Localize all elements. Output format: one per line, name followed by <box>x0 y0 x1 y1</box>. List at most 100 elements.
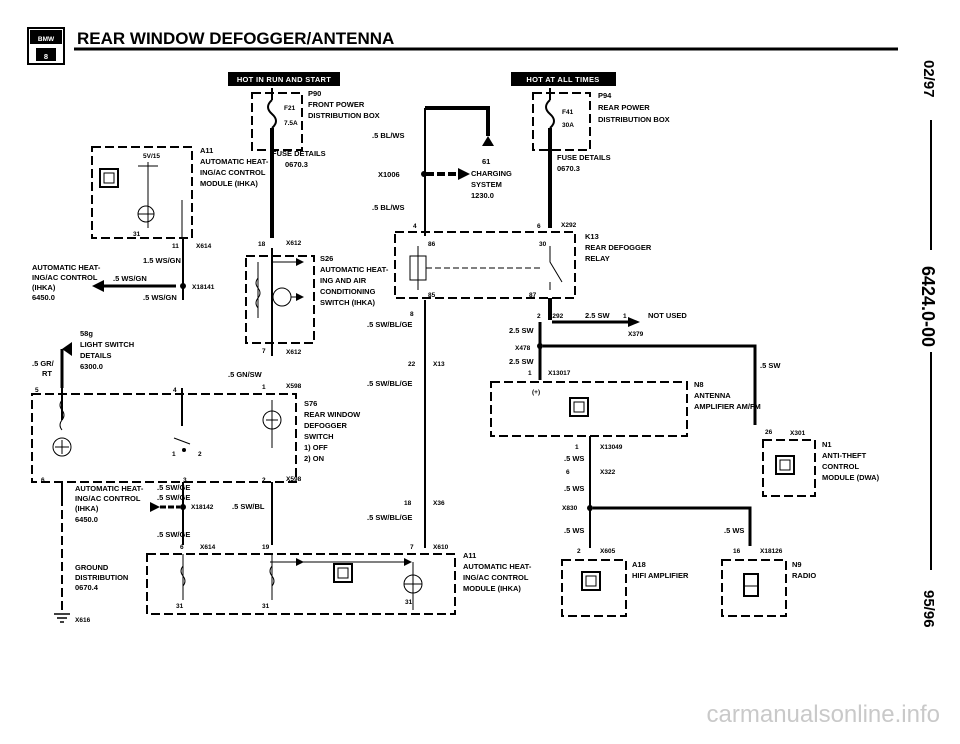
conn-x36: X36 <box>433 500 445 507</box>
bmw-logo: BMW 8 <box>27 27 65 65</box>
ground-l2: DISTRIBUTION <box>75 573 128 582</box>
s26-l3: CONDITIONING <box>320 287 376 296</box>
p90-l2: DISTRIBUTION BOX <box>308 111 380 120</box>
wire-sw-ge-c: .5 SW/GE <box>157 530 190 539</box>
s76-l5: 2) ON <box>304 454 324 463</box>
wire-ws-gn-15: 1.5 WS/GN <box>143 256 181 265</box>
pin-18: 18 <box>258 241 266 248</box>
s76-l1: REAR WINDOW <box>304 410 361 419</box>
light-switch-l3: 6300.0 <box>80 362 103 371</box>
wire-sw-bl-ge-b: .5 SW/BL/GE <box>367 379 412 388</box>
conn-x605: X605 <box>600 548 616 555</box>
a11b-pin-31c: 31 <box>405 599 413 606</box>
k13-p85: 85 <box>428 292 436 299</box>
pin-26: 26 <box>765 429 773 436</box>
pin-4b: 4 <box>173 387 177 394</box>
pin-1: 1 <box>262 384 266 391</box>
conn-x598a: X598 <box>286 383 302 390</box>
fuse-f41: F41 <box>562 109 574 116</box>
k13-l1: REAR DEFOGGER <box>585 243 652 252</box>
fuse-f41-amps: 30A <box>562 122 574 129</box>
p94-fuse-ref: 0670.3 <box>557 164 580 173</box>
banner-run-start <box>228 72 340 86</box>
n9-l1: RADIO <box>792 571 816 580</box>
n1-l2: CONTROL <box>822 462 859 471</box>
a11-bottom-l3: MODULE (IHKA) <box>463 584 521 593</box>
s76-pos-2: 2 <box>198 451 202 458</box>
wire-sw-05: .5 SW <box>760 361 781 370</box>
p94-l1: REAR POWER <box>598 103 650 112</box>
wire-bl-ws-b: .5 BL/WS <box>372 203 405 212</box>
wire-ws-d: .5 WS <box>724 526 744 535</box>
fuse-f21-amps: 7.5A <box>284 120 298 127</box>
p90-id: P90 <box>308 89 321 98</box>
a11-5v15: 5V/15 <box>143 153 160 160</box>
pin-2c: 2 <box>577 548 581 555</box>
pin-8: 8 <box>410 311 414 318</box>
wire-sw-ge-a: .5 SW/GE <box>157 483 190 492</box>
conn-x18141: X18141 <box>192 284 215 291</box>
conn-x18142: X18142 <box>191 504 214 511</box>
pin-7: 7 <box>262 348 266 355</box>
k13-p30: 30 <box>539 241 547 248</box>
ihka-left-l2: ING/AC CONTROL <box>32 273 98 282</box>
conn-x1006: X1006 <box>378 170 400 179</box>
conn-x610: X610 <box>433 544 449 551</box>
banner-all-times-text: HOT AT ALL TIMES <box>526 75 599 84</box>
banner-run-start-text: HOT IN RUN AND START <box>237 75 331 84</box>
conn-x830: X830 <box>562 505 578 512</box>
n9-radio: N9 RADIO <box>721 559 816 617</box>
conn-x598b: X598 <box>286 476 302 483</box>
conn-x616: X616 <box>75 617 91 624</box>
k13-relay: 86 30 85 87 K13 REAR DEFOGGER RELAY <box>394 231 652 299</box>
pin-2b: 2 <box>537 313 541 320</box>
a11-top-l2: ING/AC CONTROL <box>200 168 266 177</box>
conn-x292a: X292 <box>561 222 577 229</box>
a11b-pin-31a: 31 <box>176 603 184 610</box>
wire-gr-rt-b: RT <box>42 369 52 378</box>
ground-l1: GROUND <box>75 563 109 572</box>
banner-all-times <box>511 72 616 86</box>
wire-ws-gn-b: .5 WS/GN <box>143 293 177 302</box>
conn-x614: X614 <box>196 243 212 250</box>
a18-id: A18 <box>632 560 646 569</box>
a11-bottom-id: A11 <box>463 551 476 560</box>
p94-fuse-box: F41 30A P94 REAR POWER DISTRIBUTION BOX … <box>532 88 670 173</box>
conn-x322: X322 <box>600 469 616 476</box>
conn-x612b: X612 <box>286 349 302 356</box>
s26-id: S26 <box>320 254 333 263</box>
pin-6c: 6 <box>180 544 184 551</box>
watermark: carmanualsonline.info <box>707 701 940 728</box>
p90-fuse-details: FUSE DETAILS <box>272 149 326 158</box>
pin-1d: 1 <box>575 444 579 451</box>
ihka-left2-l4: 6450.0 <box>75 515 98 524</box>
s76-id: S76 <box>304 399 317 408</box>
s26-switch: 18 X612 S26 AUTOMATIC HEAT- ING AND AIR … <box>245 240 389 356</box>
wire-gr-rt-a: .5 GR/ <box>32 359 55 368</box>
a11-top-l1: AUTOMATIC HEAT- <box>200 157 269 166</box>
a18-l1: HIFI AMPLIFIER <box>632 571 689 580</box>
s26-l1: AUTOMATIC HEAT- <box>320 265 389 274</box>
conn-x18126: X18126 <box>760 548 783 555</box>
pin-7b: 7 <box>410 544 414 551</box>
pin-16: 16 <box>733 548 741 555</box>
side-code: 6424.0-00 <box>918 266 938 347</box>
ground-l3: 0670.4 <box>75 583 99 592</box>
pin-6-k13: 6 <box>537 223 541 230</box>
n1-anti-theft: N1 ANTI-THEFT CONTROL MODULE (DWA) <box>762 439 880 497</box>
charging-l2: SYSTEM <box>471 180 502 189</box>
wire-ws-c: .5 WS <box>564 526 584 535</box>
pin-5: 5 <box>35 387 39 394</box>
conn-x292b: X292 <box>548 313 564 320</box>
logo-series-text: 8 <box>44 52 48 61</box>
n8-id: N8 <box>694 380 704 389</box>
conn-x13017: X13017 <box>548 370 571 377</box>
a11-bottom-module: 31 31 31 A11 AUTOMATIC HEAT- ING/AC CONT… <box>146 551 532 615</box>
s76-switch: 1 2 S76 REAR WINDOW DEFOGGER SWITCH 1) O… <box>31 388 361 483</box>
ihka-left-l3: (IHKA) <box>32 283 56 292</box>
n1-id: N1 <box>822 440 832 449</box>
n9-id: N9 <box>792 560 802 569</box>
wire-sw-25b: 2.5 SW <box>509 326 535 335</box>
wire-sw-bl-ge-a: .5 SW/BL/GE <box>367 320 412 329</box>
